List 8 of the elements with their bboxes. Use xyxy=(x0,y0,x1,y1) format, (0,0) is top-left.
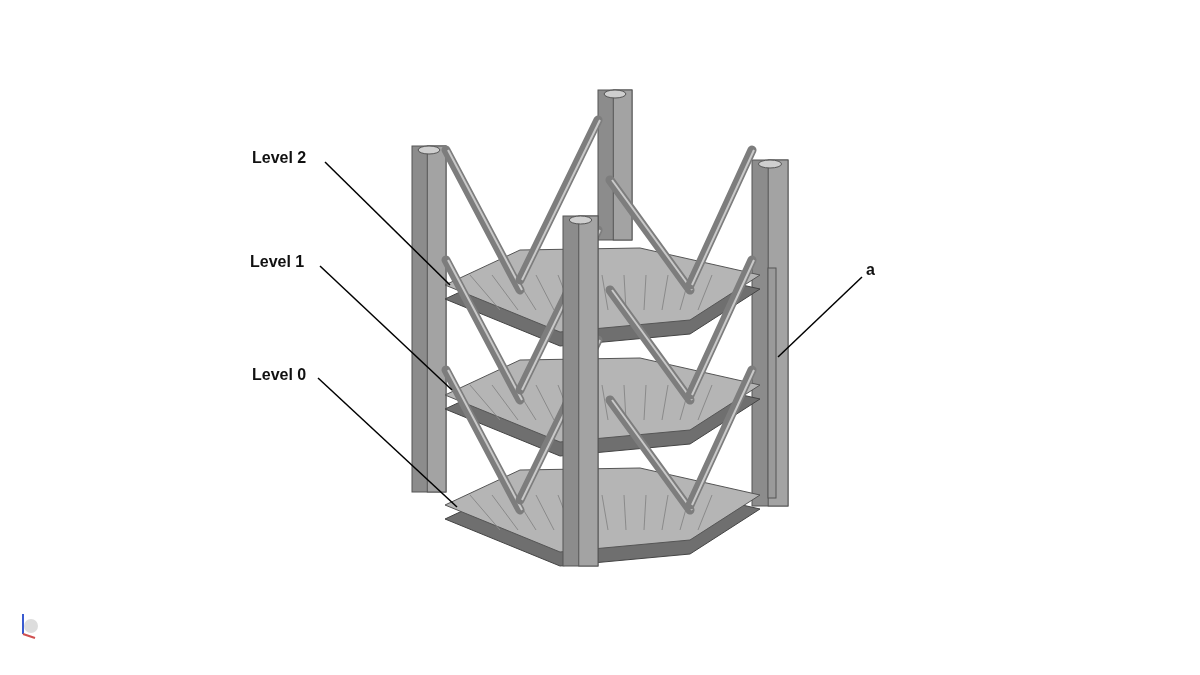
callout-label: Level 1 xyxy=(250,253,305,271)
leader-line xyxy=(777,276,863,358)
leader-line xyxy=(324,161,451,286)
leader-line xyxy=(319,265,453,391)
callout-label: Level 0 xyxy=(252,366,307,384)
leader-line xyxy=(317,377,458,508)
callout-label: Level 2 xyxy=(252,149,307,167)
callout-label: a xyxy=(866,261,875,279)
